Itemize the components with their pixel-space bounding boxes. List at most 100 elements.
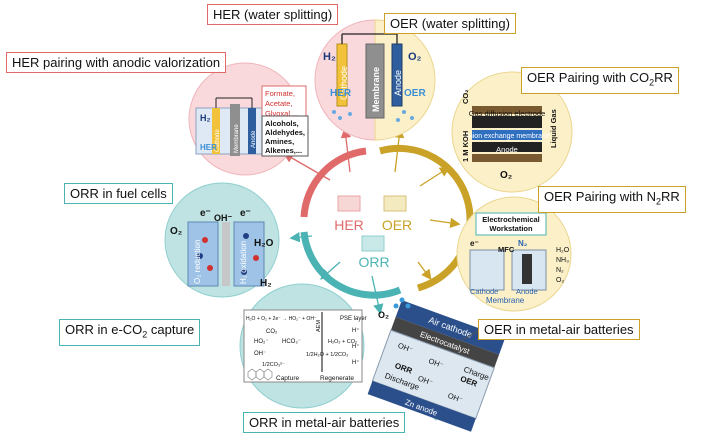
eco2-hco3: HCO₃⁻ bbox=[282, 339, 301, 345]
anodic-feed-2: Amines, bbox=[265, 137, 294, 146]
fuel-oh: OH⁻ bbox=[214, 213, 233, 223]
eco2-pse: PSE layer bbox=[340, 316, 367, 322]
label-oer-n2rr-text: OER Pairing with N bbox=[544, 189, 656, 204]
n2-species-0: H₂O bbox=[556, 247, 570, 254]
label-oer-co2rr: OER Pairing with CO2RR bbox=[521, 67, 679, 94]
n2-species-3: O₂ bbox=[556, 277, 564, 284]
n2-mfc: MFC bbox=[498, 245, 515, 254]
eco2-h2: H⁺ bbox=[352, 343, 360, 350]
fuel-h2: H₂ bbox=[260, 278, 272, 289]
eco2-oh: OH⁻ bbox=[254, 351, 266, 357]
co2-o2: O₂ bbox=[500, 170, 512, 181]
center-orr-text: ORR bbox=[358, 254, 389, 270]
eco2-ho2: HO₂⁻ bbox=[254, 339, 269, 345]
panel-oer-n2rr: Electrochemical Workstation e⁻ MFC N₂ Ca… bbox=[456, 196, 572, 312]
label-oer-n2rr: OER Pairing with N2RR bbox=[538, 186, 686, 213]
anodic-h2: H₂ bbox=[200, 113, 211, 123]
eco2-rxn: H₂O + O₂ + 2e⁻ → HO₂⁻ + OH⁻ bbox=[246, 316, 317, 322]
fuel-e1: e⁻ bbox=[200, 208, 211, 219]
n2-n2: N₂ bbox=[518, 239, 528, 248]
label-oer-co2rr-tail: RR bbox=[654, 70, 673, 85]
n2-e: e⁻ bbox=[470, 239, 479, 248]
battery-o2: O₂ bbox=[378, 310, 389, 320]
n2-species-2: N₂ bbox=[556, 267, 564, 274]
label-oer-co2rr-text: OER Pairing with CO bbox=[527, 70, 650, 85]
co2-anode: Anode bbox=[496, 145, 518, 154]
center-ring: HER OER ORR bbox=[300, 144, 474, 299]
fuel-e2: e⁻ bbox=[240, 208, 251, 219]
her-box bbox=[337, 195, 361, 212]
fuel-o2red: O₂ reduction bbox=[193, 240, 202, 284]
anodic-feed-3: Alkenes,... bbox=[265, 146, 302, 155]
water-anode: Anode bbox=[393, 70, 403, 96]
her-arc bbox=[300, 147, 367, 218]
label-orr-eco2-tail: capture bbox=[147, 322, 195, 337]
eco2-regenerate: Regenerate bbox=[320, 375, 354, 382]
anodic-cathode: Cathode bbox=[215, 129, 221, 152]
n2-membrane: Membrane bbox=[486, 296, 525, 305]
water-h2: H₂ bbox=[323, 51, 336, 63]
label-her-anodic: HER pairing with anodic valorization bbox=[6, 52, 227, 73]
co2-electrolyte: 1 M KOH bbox=[461, 131, 470, 162]
panel-water-splitting: H₂ O₂ Cathode Membrane Anode HER OER bbox=[314, 19, 436, 141]
anodic-feed-0: Alcohols, bbox=[265, 119, 299, 128]
n2-ws1: Electrochemical bbox=[482, 215, 540, 224]
label-oer-n2rr-sub: 2 bbox=[655, 196, 661, 207]
panel-metal-air: Air cathode Electrocatalyst Charge OER O… bbox=[367, 297, 506, 432]
co2-gde: Gas diffusion electrode bbox=[469, 109, 546, 118]
eco2-h2o2: H₂O₂ + CO₂ bbox=[328, 339, 357, 345]
co2-co2: CO₂ bbox=[461, 89, 470, 104]
co2-aem: Anion exchange membrane bbox=[464, 133, 550, 140]
label-oer-metal-air: OER in metal-air batteries bbox=[478, 319, 640, 340]
panel-orr-fuel: O₂ e⁻ OH⁻ e⁻ H₂O H₂ O₂ reduction H₂ oxid… bbox=[164, 182, 280, 298]
panel-her-anodic: H₂ Cathode Membrane Anode HER Formate, A… bbox=[188, 62, 309, 176]
label-leaders bbox=[461, 330, 479, 341]
water-her: HER bbox=[330, 88, 352, 99]
label-her-water: HER (water splitting) bbox=[207, 4, 339, 25]
n2-anode: Anode bbox=[516, 287, 538, 296]
fuel-o2: O₂ bbox=[170, 226, 182, 237]
label-orr-eco2-text: ORR in e-CO bbox=[65, 322, 143, 337]
label-oer-co2rr-sub: 2 bbox=[649, 77, 655, 88]
eco2-h1: H⁺ bbox=[352, 327, 360, 334]
water-o2: O₂ bbox=[408, 51, 422, 63]
center-her-text: HER bbox=[334, 217, 364, 233]
eco2-half-h2o: 1/2H₂O + 1/2CO₂ bbox=[306, 352, 348, 358]
label-oer-n2rr-tail: RR bbox=[661, 189, 680, 204]
eco2-h3: H⁺ bbox=[352, 359, 360, 366]
eco2-aem: AEM bbox=[316, 320, 322, 332]
panel-orr-eco2: H₂O + O₂ + 2e⁻ → HO₂⁻ + OH⁻ CO₂ HO₂⁻ HCO… bbox=[239, 283, 367, 409]
anodic-product-2: Glyoxal,... bbox=[265, 109, 298, 118]
n2-cathode: Cathode bbox=[470, 287, 498, 296]
anodic-her: HER bbox=[200, 143, 217, 152]
n2-ws2: Workstation bbox=[489, 224, 533, 233]
label-orr-eco2: ORR in e-CO2 capture bbox=[59, 319, 201, 346]
fuel-h2o: H₂O bbox=[254, 238, 274, 249]
oer-arc bbox=[379, 144, 474, 292]
anodic-anode: Anode bbox=[251, 130, 257, 148]
center-oer-text: OER bbox=[382, 217, 412, 233]
orr-box bbox=[361, 235, 385, 252]
label-orr-metal-air: ORR in metal-air batteries bbox=[243, 412, 406, 433]
water-membrane: Membrane bbox=[371, 67, 381, 112]
panel-oer-co2rr: Gas diffusion electrode Anion exchange m… bbox=[451, 71, 573, 193]
anodic-product-1: Acetate, bbox=[265, 99, 293, 108]
eco2-capture: Capture bbox=[276, 375, 300, 382]
oer-box bbox=[383, 195, 407, 212]
orr-arc bbox=[300, 231, 402, 299]
label-orr-eco2-sub: 2 bbox=[142, 329, 148, 340]
n2-species-1: NH₃ bbox=[556, 257, 569, 264]
anodic-membrane: Membrane bbox=[234, 124, 240, 153]
anodic-product-0: Formate, bbox=[265, 89, 295, 98]
co2-liquid: Liquid Gas bbox=[549, 109, 558, 148]
fuel-h2ox: H₂ oxidation bbox=[239, 241, 248, 284]
label-orr-fuel: ORR in fuel cells bbox=[64, 183, 173, 204]
anodic-feed-1: Aldehydes, bbox=[265, 128, 305, 137]
eco2-co2: CO₂ bbox=[266, 329, 278, 335]
label-oer-water: OER (water splitting) bbox=[384, 13, 516, 34]
water-oer: OER bbox=[404, 88, 426, 99]
eco2-half-co2: 1/2CO₃²⁻ bbox=[262, 362, 285, 368]
water-cathode: Cathode bbox=[339, 66, 349, 100]
